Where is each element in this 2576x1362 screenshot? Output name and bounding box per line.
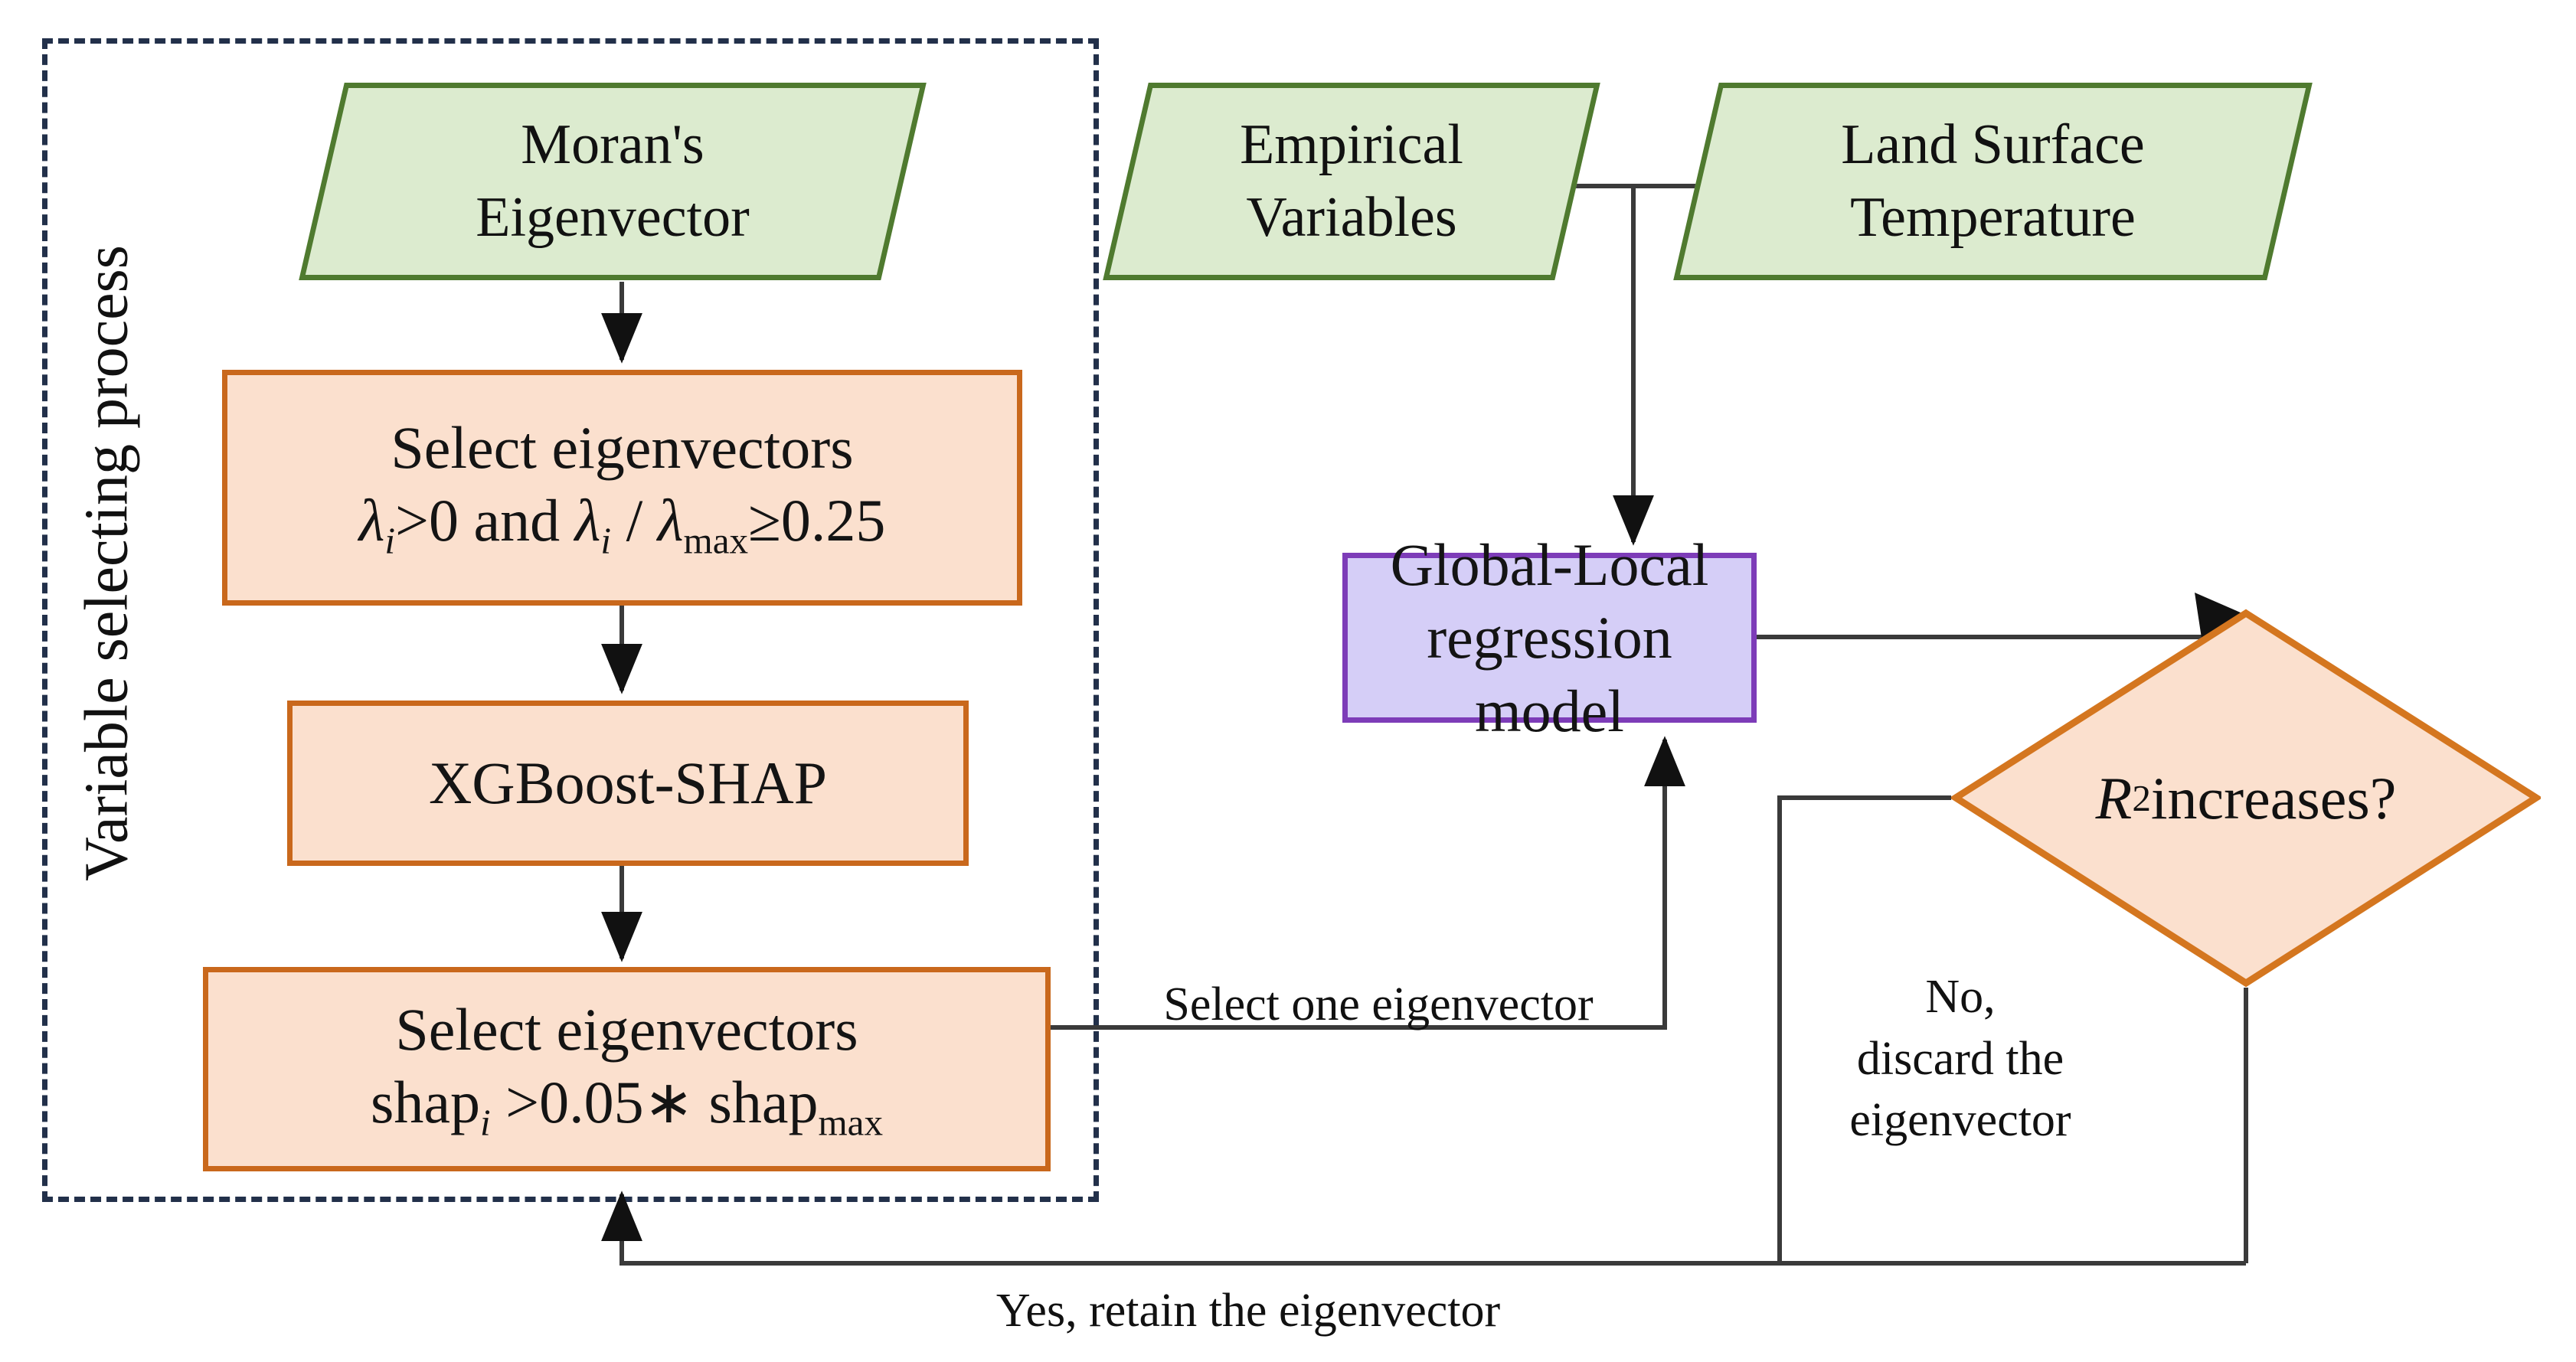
empirical-line1: Empirical: [1240, 113, 1463, 177]
lst-line2: Temperature: [1850, 186, 2136, 249]
edge-diamond-no-branch: [1777, 795, 1951, 1263]
node-select-eigenvectors-lambda[interactable]: Select eigenvectors λi>0 and λi / λmax≥0…: [222, 370, 1022, 606]
lambda-3: λ: [657, 487, 684, 554]
node-select-eigenvectors-shap[interactable]: Select eigenvectors shapi >0.05∗ shapmax: [203, 967, 1051, 1171]
r2-exponent: 2: [2132, 777, 2151, 819]
node-label: Select eigenvectors shapi >0.05∗ shapmax: [371, 993, 883, 1146]
node-empirical-variables[interactable]: Empirical Variables: [1103, 83, 1600, 280]
gt-zero: >0 and: [395, 487, 575, 554]
edge-bottom-rail-to-select2: [601, 1191, 2246, 1266]
arrowhead-into-diamond: [2195, 593, 2254, 643]
node-xgboost-shap[interactable]: XGBoost-SHAP: [287, 701, 969, 866]
select2-line1: Select eigenvectors: [395, 995, 858, 1063]
edge-label-no-discard: No, discard the eigenvector: [1784, 966, 2136, 1151]
lambda-2-sub: i: [600, 519, 612, 562]
edge-label-yes-retain: Yes, retain the eigenvector: [995, 1285, 1501, 1337]
regression-line2: regression model: [1427, 604, 1672, 744]
shap-star: ∗: [643, 1068, 694, 1135]
r2-prefix: R: [2095, 764, 2133, 831]
node-label: Empirical Variables: [1126, 83, 1577, 280]
shap-gt: >0.05: [490, 1068, 644, 1135]
select1-formula: λi>0 and λi / λmax≥0.25: [359, 484, 886, 564]
empirical-line2: Variables: [1246, 186, 1457, 249]
no-discard-line3: eigenvector: [1849, 1094, 2071, 1147]
node-land-surface-temperature[interactable]: Land Surface Temperature: [1673, 83, 2313, 280]
variable-selecting-process-boundary: [42, 38, 1099, 1202]
node-label: Select eigenvectors λi>0 and λi / λmax≥0…: [359, 411, 886, 564]
select2-formula: shapi >0.05∗ shapmax: [371, 1066, 883, 1146]
select1-line1: Select eigenvectors: [391, 414, 854, 482]
node-label: Moran's Eigenvector: [322, 83, 904, 280]
no-discard-line1: No,: [1925, 971, 1996, 1023]
node-label: Land Surface Temperature: [1696, 83, 2290, 280]
shap-max-sub: max: [818, 1101, 884, 1144]
r2-suffix: increases?: [2150, 764, 2397, 831]
slash: /: [611, 487, 658, 554]
lambda-2: λ: [574, 487, 601, 554]
lambda-max-sub: max: [683, 519, 749, 562]
morans-line1: Moran's: [521, 113, 704, 177]
lst-line1: Land Surface: [1841, 113, 2145, 177]
morans-line2: Eigenvector: [476, 186, 750, 249]
edge-select2-to-regression: [1051, 736, 1685, 1030]
diamond-shape: [1951, 609, 2541, 988]
edge-label-select-one-eigenvector: Select one eigenvector: [1163, 978, 1594, 1030]
no-discard-line2: discard the: [1856, 1032, 2064, 1085]
node-label: XGBoost-SHAP: [428, 750, 828, 817]
node-label: Global-Local regression model: [1348, 528, 1751, 746]
node-global-local-regression[interactable]: Global-Local regression model: [1342, 531, 1757, 744]
lambda-1-sub: i: [384, 519, 396, 562]
ge-threshold: ≥0.25: [748, 487, 886, 554]
shap-2: shap: [693, 1068, 819, 1135]
shap-1: shap: [370, 1068, 480, 1135]
node-morans-eigenvector[interactable]: Moran's Eigenvector: [299, 83, 927, 280]
shap-1-sub: i: [479, 1101, 491, 1144]
lambda-1: λ: [358, 487, 385, 554]
regression-line1: Global-Local: [1390, 531, 1709, 599]
